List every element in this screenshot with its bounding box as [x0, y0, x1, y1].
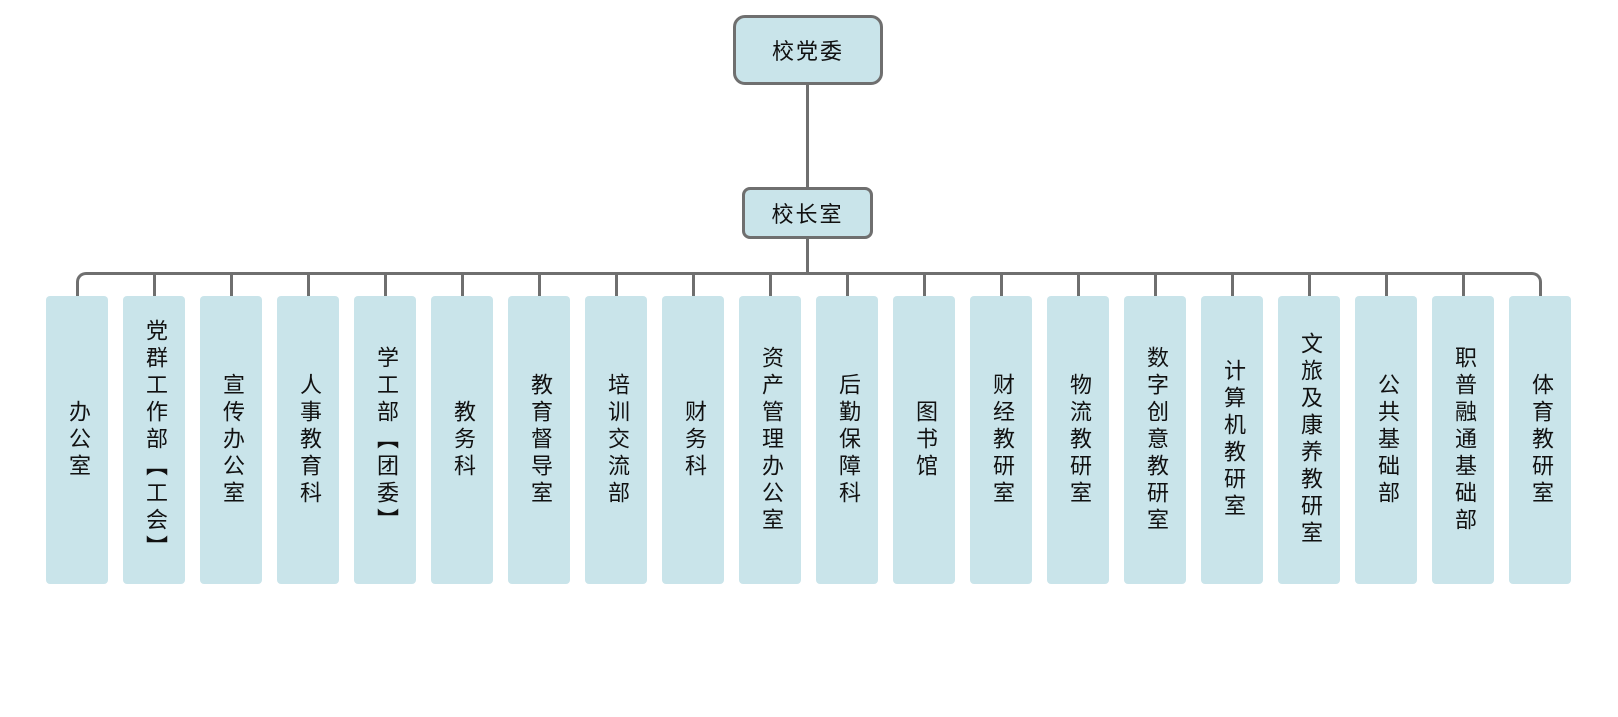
department-label: 文旅及康养教研室 [1297, 332, 1322, 548]
department-label: 后勤保障科 [835, 372, 860, 508]
department-label: 资产管理办公室 [758, 345, 783, 535]
department-box: 人事教育科 [277, 296, 339, 584]
department-box: 后勤保障科 [816, 296, 878, 584]
department-label: 人事教育科 [296, 372, 321, 508]
department-label: 教育督导室 [527, 372, 552, 508]
department-box: 学工部【团委】 [354, 296, 416, 584]
party-committee-node: 校党委 [733, 15, 883, 85]
department-box: 宣传办公室 [200, 296, 262, 584]
department-label: 体育教研室 [1528, 372, 1553, 508]
principal-office-node: 校长室 [742, 187, 873, 239]
department-label: 培训交流部 [604, 372, 629, 508]
party-to-principal-connector [806, 85, 809, 187]
department-drop-line [1384, 274, 1388, 296]
department-label: 公共基础部 [1374, 372, 1399, 508]
department-drop-line [691, 274, 695, 296]
department-box: 文旅及康养教研室 [1278, 296, 1340, 584]
department-drop-line [537, 274, 541, 296]
department-drop-line [460, 274, 464, 296]
department-drop-line [152, 274, 156, 296]
department-box: 公共基础部 [1355, 296, 1417, 584]
department-label: 党群工作部【工会】 [142, 318, 167, 562]
department-label: 职普融通基础部 [1451, 345, 1476, 535]
department-box: 计算机教研室 [1201, 296, 1263, 584]
department-drop-line [229, 274, 233, 296]
department-box: 教育督导室 [508, 296, 570, 584]
principal-office-label: 校长室 [771, 203, 844, 228]
department-box: 办公室 [46, 296, 108, 584]
department-label: 计算机教研室 [1220, 359, 1245, 521]
department-label: 数字创意教研室 [1143, 345, 1168, 535]
party-committee-label: 校党委 [771, 40, 844, 65]
department-drop-line [383, 274, 387, 296]
department-branch-bar [75, 272, 1542, 296]
department-drop-line [922, 274, 926, 296]
department-box: 培训交流部 [585, 296, 647, 584]
department-box: 图书馆 [893, 296, 955, 584]
principal-to-departments-connector [806, 239, 809, 273]
department-label: 学工部【团委】 [373, 345, 398, 535]
department-label: 图书馆 [912, 399, 937, 481]
department-box: 数字创意教研室 [1124, 296, 1186, 584]
department-label: 宣传办公室 [219, 372, 244, 508]
department-label: 财经教研室 [989, 372, 1014, 508]
department-label: 办公室 [65, 399, 90, 481]
department-box: 财务科 [662, 296, 724, 584]
department-drop-line [1307, 274, 1311, 296]
department-box: 物流教研室 [1047, 296, 1109, 584]
department-drop-line [1230, 274, 1234, 296]
department-drop-line [1461, 274, 1465, 296]
department-box: 财经教研室 [970, 296, 1032, 584]
department-label: 教务科 [450, 399, 475, 481]
department-row: 办公室 党群工作部【工会】 宣传办公室 人事教育科 学工部【团委】 教务科 教育督导室 培训交… [46, 296, 1571, 584]
department-label: 财务科 [681, 399, 706, 481]
department-drop-line [614, 274, 618, 296]
department-drop-line [1076, 274, 1080, 296]
department-drop-line [768, 274, 772, 296]
department-box: 资产管理办公室 [739, 296, 801, 584]
department-drop-line [845, 274, 849, 296]
department-drop-line [1153, 274, 1157, 296]
department-label: 物流教研室 [1066, 372, 1091, 508]
department-drop-line [306, 274, 310, 296]
department-box: 体育教研室 [1509, 296, 1571, 584]
department-box: 党群工作部【工会】 [123, 296, 185, 584]
department-box: 职普融通基础部 [1432, 296, 1494, 584]
department-drop-line [999, 274, 1003, 296]
department-box: 教务科 [431, 296, 493, 584]
